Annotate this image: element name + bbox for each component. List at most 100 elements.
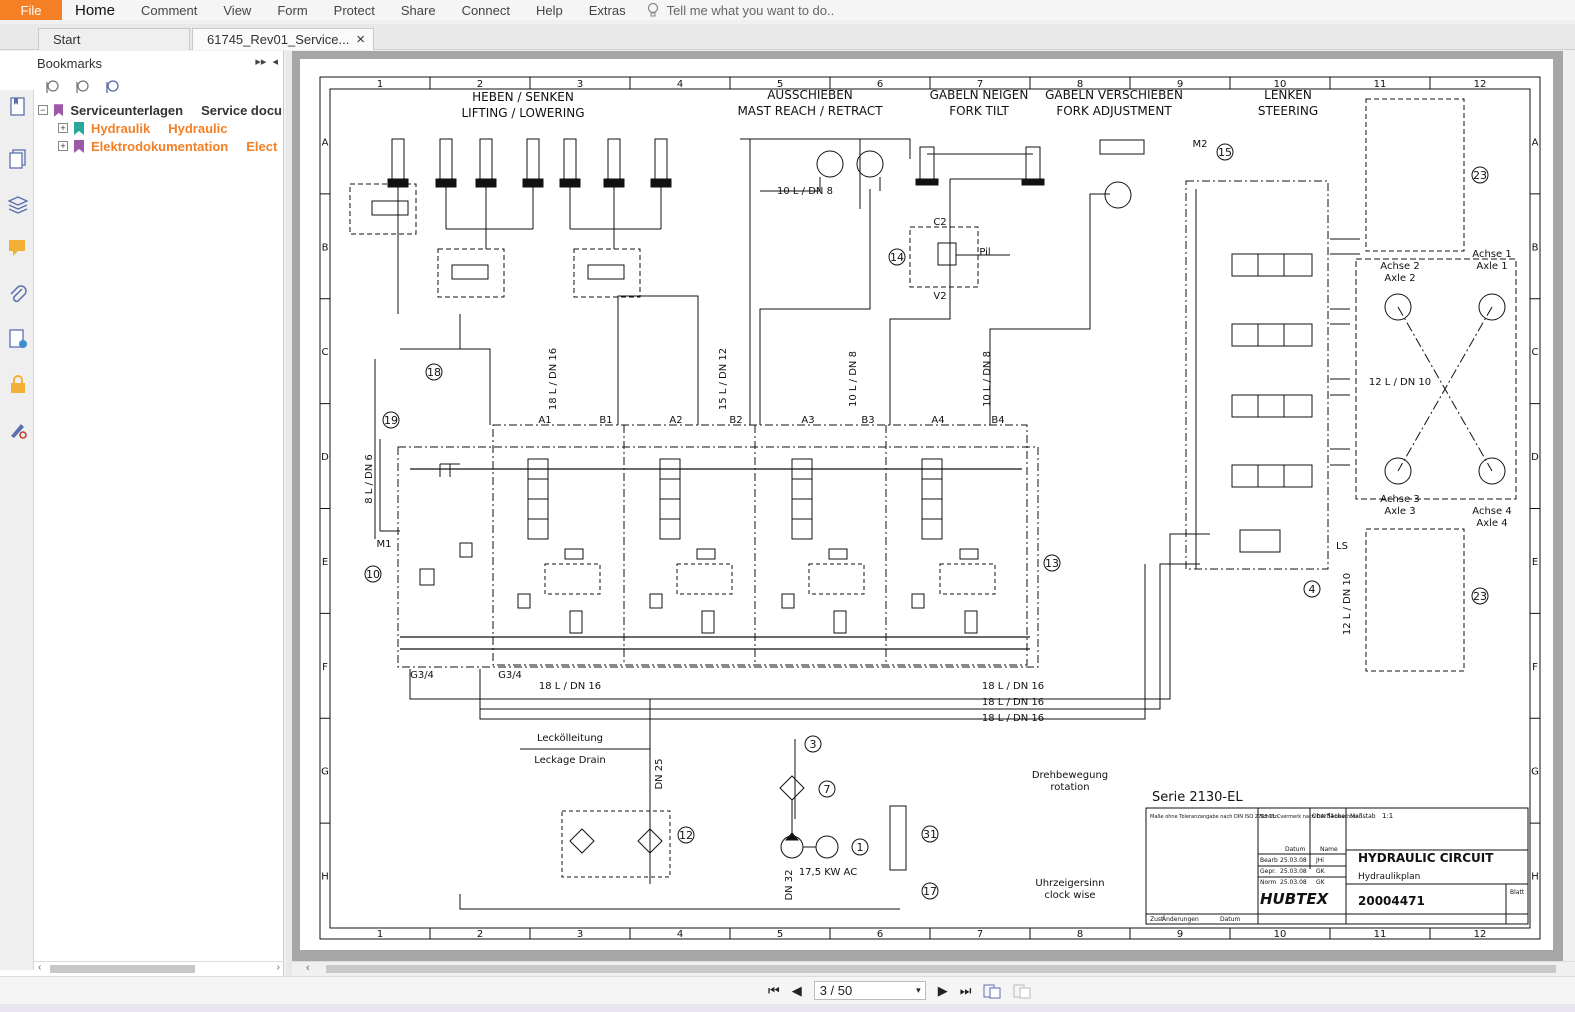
layers-icon[interactable]: [7, 193, 29, 215]
menu-connect[interactable]: Connect: [461, 2, 510, 18]
port-b3: B3: [861, 415, 874, 426]
vertical-pipe-label-4: 10 L / DN 8: [982, 351, 993, 407]
label-axle4-de: Achse 4: [1472, 506, 1511, 517]
bookmark-ribbon-icon: [53, 103, 64, 117]
page-navigator: ⏮ ◀ 3 / 50 ▾ ▶ ⏭: [768, 981, 1031, 1000]
valve-block: [492, 424, 1028, 666]
bookmark-label-en: Elect: [246, 138, 278, 154]
port-c2: C2: [933, 217, 946, 228]
column-label-bottom: 1: [377, 929, 383, 940]
port-g34-1: G3/4: [410, 670, 434, 681]
column-label-top: 2: [477, 79, 483, 90]
tab-start-label: Start: [53, 32, 81, 47]
valve-spools: [517, 458, 996, 634]
menu-help[interactable]: Help: [535, 2, 563, 18]
previous-view-icon[interactable]: [983, 983, 1001, 999]
bookmark-item-elektro[interactable]: + Elektrodokumentation Elect: [38, 137, 282, 155]
tab-start[interactable]: Start: [38, 28, 190, 50]
last-page-icon[interactable]: ⏭: [959, 982, 972, 998]
label-axle2-en: Axle 2: [1384, 273, 1415, 284]
bookmark-label-en: Service docu: [201, 102, 282, 118]
column-label-top: 5: [777, 79, 783, 90]
label-axle1-en: Axle 1: [1476, 261, 1507, 272]
vertical-pipe-label-dn25: DN 25: [654, 758, 665, 789]
bookmark-ribbon-icon: [74, 121, 84, 135]
collapse-icon[interactable]: −: [38, 105, 48, 115]
document-hscrollbar[interactable]: ‹: [292, 961, 1575, 976]
bookmark-delete-icon[interactable]: [74, 79, 90, 95]
lock-icon[interactable]: [7, 373, 29, 395]
row-label-right: D: [1531, 452, 1539, 463]
bookmark-item-serviceunterlagen[interactable]: − Serviceunterlagen Service docu: [38, 101, 282, 119]
prev-page-icon[interactable]: ◀: [791, 982, 802, 998]
panel-collapse-icon[interactable]: ▸▸ ◂: [255, 56, 278, 68]
date-2: 25.03.08: [1280, 868, 1307, 875]
vertical-pipe-label-6: 12 L / DN 10: [1342, 573, 1353, 635]
next-page-icon[interactable]: ▶: [937, 982, 948, 998]
menu-protect[interactable]: Protect: [333, 2, 375, 18]
header-steer-de: LENKEN: [1264, 88, 1312, 102]
expand-icon[interactable]: +: [58, 123, 68, 133]
tell-me-search[interactable]: Tell me what you want to do..: [639, 2, 834, 18]
callout-18: 18: [425, 363, 443, 381]
datum2-label: Datum: [1220, 916, 1240, 923]
bookmark-page-icon[interactable]: [7, 96, 29, 118]
label-leck-en: Leckage Drain: [534, 755, 606, 766]
label-axle3-de: Achse 3: [1380, 494, 1419, 505]
menu-extras[interactable]: Extras: [588, 2, 626, 18]
outer-frame: [319, 76, 1541, 940]
file-menu[interactable]: File: [0, 0, 62, 20]
row-label-right: F: [1532, 662, 1538, 673]
svg-text:3: 3: [810, 738, 817, 751]
first-page-icon[interactable]: ⏮: [768, 982, 780, 998]
bookmark-search-icon[interactable]: [104, 79, 120, 95]
surface-label: Oberfläche: [1312, 813, 1345, 820]
port-pil: Pil: [979, 247, 990, 258]
next-view-icon[interactable]: [1013, 983, 1031, 999]
column-label-bottom: 10: [1274, 929, 1287, 940]
expand-icon[interactable]: +: [58, 141, 68, 151]
bookmark-label: Serviceunterlagen: [70, 102, 184, 118]
label-leck-de: Leckölleitung: [537, 733, 603, 744]
svg-text:23: 23: [1473, 590, 1487, 603]
bookmarks-panel: Bookmarks ▸▸ ◂ − Serviceunterlagen Servi…: [0, 51, 284, 976]
port-g34-2: G3/4: [498, 670, 522, 681]
signature-icon[interactable]: [7, 328, 29, 350]
bookmarks-hscrollbar[interactable]: ‹ ›: [34, 961, 284, 975]
header-reach-en: MAST REACH / RETRACT: [737, 104, 883, 118]
label-axle3-en: Axle 3: [1384, 506, 1415, 517]
menu-share[interactable]: Share: [400, 2, 436, 18]
hscroll-thumb[interactable]: [326, 965, 1556, 973]
document-vscrollbar[interactable]: [1563, 51, 1575, 961]
tab-service-doc[interactable]: 61745_Rev01_Service... ×: [192, 28, 374, 50]
header-reach-de: AUSSCHIEBEN: [767, 88, 853, 102]
panel-splitter[interactable]: [286, 51, 292, 976]
menu-form[interactable]: Form: [277, 2, 308, 18]
name-1: JHi: [1315, 857, 1324, 864]
header-lift-de: HEBEN / SENKEN: [472, 90, 574, 104]
pages-thumbnail-icon[interactable]: [7, 148, 29, 170]
close-tab-icon[interactable]: ×: [356, 31, 365, 48]
row-label-left: B: [322, 242, 329, 253]
fill-sign-icon[interactable]: [7, 418, 29, 440]
page-dropdown-icon[interactable]: ▾: [916, 985, 921, 995]
port-b4: B4: [991, 415, 1004, 426]
bookmark-item-hydraulik[interactable]: + Hydraulik Hydraulic: [38, 119, 282, 137]
callout-17: 17: [921, 882, 939, 900]
menu-comment[interactable]: Comment: [141, 2, 198, 18]
port-b1: B1: [599, 415, 612, 426]
comments-icon[interactable]: [7, 237, 29, 259]
attachment-icon[interactable]: [7, 283, 29, 305]
svg-text:10: 10: [366, 568, 380, 581]
menu-home[interactable]: Home: [75, 1, 116, 19]
svg-text:17: 17: [923, 885, 937, 898]
pipe-label-3: 18 L / DN 16: [982, 697, 1044, 708]
brand-logo: HUBTEX: [1260, 890, 1330, 908]
label-axle1-de: Achse 1: [1472, 249, 1511, 260]
bookmark-add-icon[interactable]: [44, 79, 60, 95]
lightbulb-icon: [647, 2, 658, 17]
vertical-pipe-label-dn32: DN 32: [784, 869, 795, 900]
menu-view[interactable]: View: [223, 2, 252, 18]
column-label-top: 12: [1474, 79, 1487, 90]
page-number-input[interactable]: 3 / 50 ▾: [813, 981, 926, 1000]
